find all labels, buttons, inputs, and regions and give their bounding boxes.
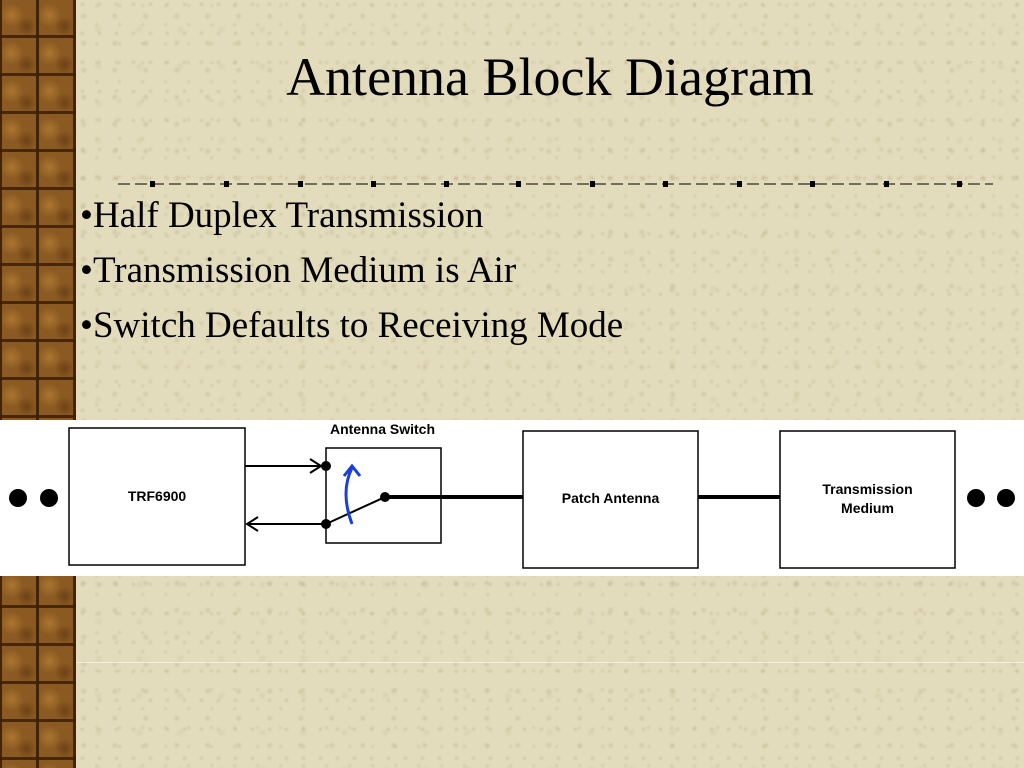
patch-block-label: Patch Antenna — [561, 490, 660, 506]
switch-direction-arrow — [344, 467, 354, 525]
bullet-item: Half Duplex Transmission — [80, 188, 623, 243]
bullet-item: Switch Defaults to Receiving Mode — [80, 298, 623, 353]
medium-block-label-line2: Medium — [841, 500, 894, 516]
switch-contact-transmit — [321, 461, 331, 471]
dotted-divider — [118, 181, 993, 187]
footer-divider — [76, 662, 1024, 663]
bullet-list: Half Duplex Transmission Transmission Me… — [80, 188, 623, 353]
left-decorative-border — [0, 0, 76, 768]
medium-block-label-line1: Transmission — [822, 481, 913, 497]
block-diagram: TRF6900 Antenna Switch Patch Antenna Tra… — [0, 420, 1024, 576]
right-dot-1 — [967, 489, 985, 507]
switch-block-label: Antenna Switch — [329, 421, 435, 437]
trf-block — [68, 427, 246, 566]
block-diagram-graphics — [9, 427, 1015, 569]
switch-lever — [325, 496, 386, 525]
right-dot-2 — [997, 489, 1015, 507]
switch-direction-arrowhead — [342, 463, 362, 477]
medium-block — [779, 430, 956, 569]
trf-block-label: TRF6900 — [127, 488, 187, 504]
bullet-item: Transmission Medium is Air — [80, 243, 623, 298]
left-dot-2 — [40, 489, 58, 507]
receive-arrowhead — [245, 516, 259, 532]
patch-block — [522, 430, 699, 569]
left-dot-1 — [9, 489, 27, 507]
slide-title: Antenna Block Diagram — [286, 47, 814, 107]
